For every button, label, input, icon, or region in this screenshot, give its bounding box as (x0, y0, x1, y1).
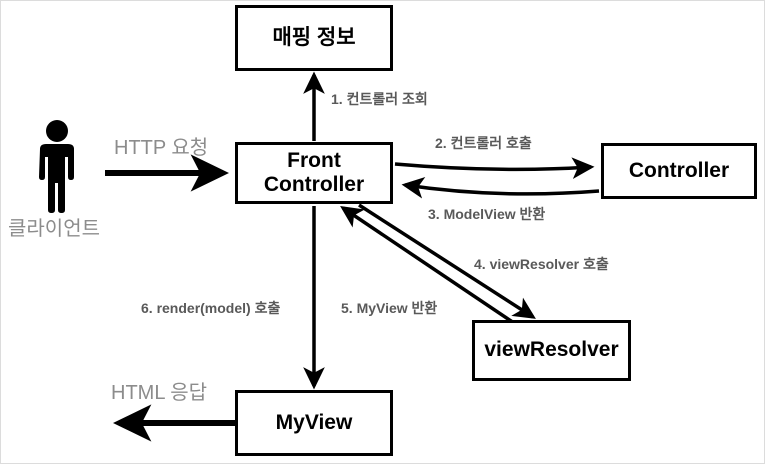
node-front-controller-label-line1: Front (287, 148, 341, 172)
label-step-1: 1. 컨트롤러 조회 (331, 91, 428, 107)
label-step-3: 3. ModelView 반환 (428, 206, 546, 222)
label-step-2: 2. 컨트롤러 호출 (435, 135, 532, 151)
node-front-controller-label: Front Controller (264, 149, 364, 197)
arrow-step-3 (401, 177, 600, 199)
node-view-resolver[interactable]: viewResolver (472, 320, 631, 381)
node-mapping-info-label: 매핑 정보 (272, 25, 356, 49)
node-front-controller[interactable]: Front Controller (235, 142, 393, 204)
node-myview[interactable]: MyView (235, 390, 393, 456)
label-step-5: 5. MyView 반환 (341, 300, 438, 316)
label-client: 클라이언트 (8, 218, 100, 240)
node-mapping-info[interactable]: 매핑 정보 (235, 5, 393, 71)
label-html-response: HTML 응답 (111, 382, 208, 404)
node-front-controller-label-line2: Controller (263, 173, 365, 196)
label-step-6: 6. render(model) 호출 (141, 300, 281, 316)
arrow-step-2 (394, 157, 595, 180)
label-http-request: HTTP 요청 (114, 137, 209, 159)
person-icon (39, 120, 74, 213)
node-myview-label: MyView (275, 410, 353, 434)
node-controller[interactable]: Controller (601, 143, 757, 199)
node-view-resolver-label: viewResolver (484, 338, 619, 362)
node-controller-label: Controller (628, 158, 730, 182)
label-step-4: 4. viewResolver 호출 (474, 256, 609, 272)
